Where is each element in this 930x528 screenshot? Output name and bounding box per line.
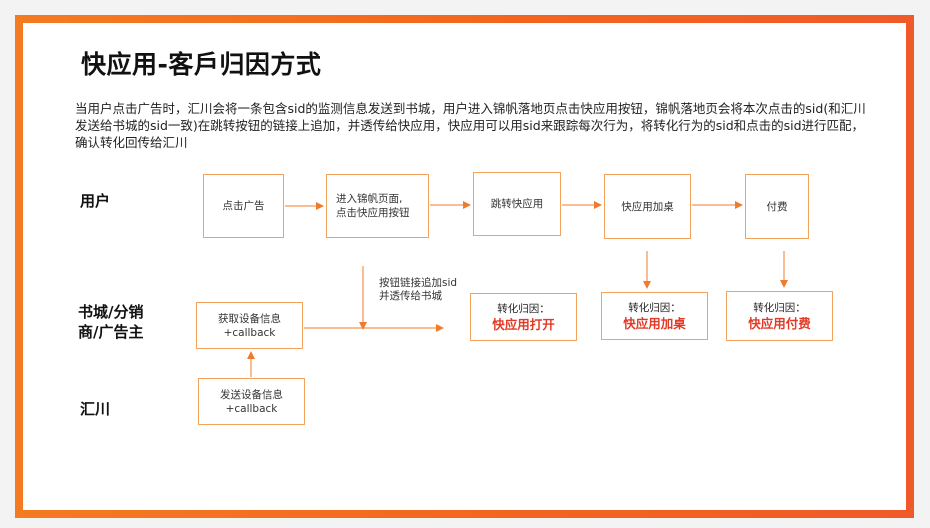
conversion-open-label: 转化归因： <box>497 303 550 315</box>
step-jump-app-label: 跳转快应用 <box>490 198 544 210</box>
step-pay: 付费 <box>745 174 809 239</box>
step-click-ad: 点击广告 <box>203 174 284 238</box>
lane-label-bookstore-line1: 书城/分销 <box>78 303 144 321</box>
step-click-ad-label: 点击广告 <box>222 200 265 212</box>
conversion-open-value: 快应用打开 <box>492 317 555 332</box>
send-device-info-line2: +callback <box>225 402 278 415</box>
slide-frame: 快应用-客戶归因方式 当用户点击广告时，汇川会将一条包含sid的监测信息发送到书… <box>15 15 914 518</box>
lane-label-user: 用户 <box>80 192 111 210</box>
step-enter-page-line2: 点击快应用按钮 <box>336 207 410 219</box>
description-text: 当用户点击广告时，汇川会将一条包含sid的监测信息发送到书城，用户进入锦帆落地页… <box>75 101 866 150</box>
conversion-pay-value: 快应用付费 <box>748 316 811 331</box>
conversion-pay-box: 转化归因： 快应用付费 <box>726 291 833 341</box>
page-title: 快应用-客戶归因方式 <box>81 50 322 79</box>
step-enter-page: 进入锦帆页面, 点击快应用按钮 <box>326 174 429 238</box>
step-enter-page-line1: 进入锦帆页面, <box>336 193 403 205</box>
send-device-info-line1: 发送设备信息 <box>220 388 283 401</box>
get-device-info-line2: +callback <box>223 326 276 339</box>
step-pay-label: 付费 <box>766 200 788 213</box>
lane-label-bookstore: 书城/分销 商/广告主 <box>78 302 143 342</box>
conversion-add-desktop-value: 快应用加桌 <box>623 316 686 331</box>
slide: 快应用-客戶归因方式 当用户点击广告时，汇川会将一条包含sid的监测信息发送到书… <box>23 23 906 510</box>
conversion-add-desktop-box: 转化归因： 快应用加桌 <box>601 292 708 340</box>
step-jump-app: 跳转快应用 <box>473 172 561 236</box>
conversion-open-box: 转化归因： 快应用打开 <box>470 293 577 341</box>
conversion-pay-label: 转化归因： <box>753 302 806 314</box>
link-note: 按钮链接追加sid并透传给书城 <box>379 277 458 302</box>
get-device-info-box: 获取设备信息 +callback <box>196 302 303 349</box>
conversion-add-desktop-label: 转化归因： <box>628 302 681 314</box>
step-add-desktop-label: 快应用加桌 <box>621 200 674 213</box>
step-add-desktop: 快应用加桌 <box>604 174 691 239</box>
send-device-info-box: 发送设备信息 +callback <box>198 378 305 425</box>
get-device-info-line1: 获取设备信息 <box>218 312 281 325</box>
lane-label-huichuan: 汇川 <box>80 400 111 418</box>
lane-label-bookstore-line2: 商/广告主 <box>78 323 144 341</box>
flow-arrows <box>247 201 788 377</box>
